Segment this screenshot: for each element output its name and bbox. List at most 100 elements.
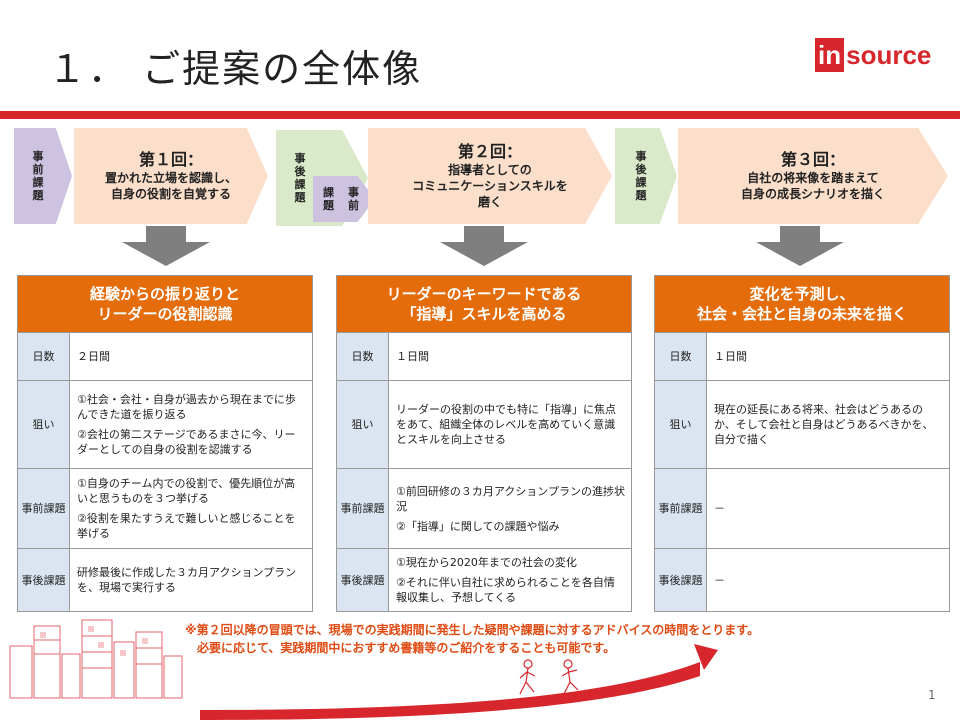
panel-heading: 変化を予測し、 社会・会社と自身の未来を描く: [655, 276, 949, 332]
tag-char: 前: [348, 199, 359, 212]
footnote-line: 必要に応じて、実践期間中におすすめ書籍等のご紹介をすることも可能です。: [197, 641, 616, 655]
session-2-subtitle-line: 磨く: [477, 195, 502, 209]
session-2-subtitle-line: コミュニケーションスキルを: [412, 179, 568, 193]
running-person-icon: [519, 659, 579, 695]
row-label: 事後課題: [337, 549, 389, 611]
row-value: ①社会・会社・自身が過去から現在までに歩んできた道を振り返る ②会社の第二ステー…: [70, 381, 312, 468]
row-value: ①現在から2020年までの社会の変化 ②それに伴い自社に求められることを各自情報…: [389, 549, 631, 611]
panel-heading-line: リーダーのキーワードである: [386, 285, 582, 303]
row-value: －: [707, 469, 949, 548]
tag-char: 事: [32, 150, 44, 163]
table-row-aim: 狙い 現在の延長にある将来、社会はどうあるのか、そして会社と自身はどうあるべきか…: [655, 380, 949, 468]
panel-heading-line: 変化を予測し、: [749, 285, 855, 303]
session-1-subtitle-line: 自身の役割を自覚する: [110, 187, 231, 201]
row-label: 事前課題: [337, 469, 389, 548]
row-line: ①前回研修の３カ月アクションプランの進捗状況: [396, 484, 625, 513]
company-logo: in source: [815, 38, 931, 72]
table-row-pre-task: 事前課題 ①自身のチーム内での役割で、優先順位が高いと思うものを３つ挙げる ②役…: [18, 468, 312, 548]
pre-task-tag-1: 事 前 課 題: [14, 128, 72, 224]
row-label: 日数: [655, 333, 707, 380]
tag-char: 課: [635, 176, 647, 189]
down-arrow-icon: [756, 226, 844, 266]
session-3-chevron: 第３回： 自社の将来像を踏まえて 自身の成長シナリオを描く: [678, 128, 948, 224]
row-line: －: [714, 502, 725, 515]
logo-source: source: [846, 40, 932, 70]
building-icon: [9, 619, 183, 699]
session-2-subtitle-line: 指導者としての: [448, 163, 532, 177]
row-value: 現在の延長にある将来、社会はどうあるのか、そして会社と自身はどうあるべきかを、自…: [707, 381, 949, 468]
page-number: 1: [928, 688, 936, 702]
logo-in: in: [815, 38, 845, 72]
tag-char: 題: [294, 191, 306, 204]
table-row-post-task: 事後課題 研修最後に作成した３カ月アクションプランを、現場で実行する: [18, 548, 312, 611]
tag-char: 前: [32, 163, 44, 176]
rising-arrow-band: [200, 662, 700, 720]
row-label: 事前課題: [18, 469, 70, 548]
row-line: ②会社の第二ステージであるまさに今、リーダーとしての自身の役割を認識する: [77, 428, 296, 456]
row-line: １日間: [396, 350, 429, 363]
row-label: 狙い: [18, 381, 70, 468]
session-3-subtitle-line: 自社の将来像を踏まえて: [747, 171, 879, 185]
down-arrow-icon: [122, 226, 210, 266]
session-1-title: 第１回：: [138, 150, 203, 169]
session-1-chevron: 第１回： 置かれた立場を認識し、 自身の役割を自覚する: [74, 128, 268, 224]
rising-arrow-head-icon: [694, 644, 718, 670]
row-label: 日数: [18, 333, 70, 380]
page-title: １． ご提案の全体像: [48, 47, 423, 91]
row-line: ①現在から2020年までの社会の変化: [396, 556, 577, 569]
table-row-days: 日数 １日間: [655, 332, 949, 380]
row-value: 研修最後に作成した３カ月アクションプランを、現場で実行する: [70, 549, 312, 611]
city-growth-illustration: [9, 619, 718, 720]
session-1-panel: 経験からの振り返りと リーダーの役割認識 日数 ２日間 狙い ①社会・会社・自身…: [17, 275, 313, 612]
tag-char: 事: [635, 150, 647, 163]
table-row-post-task: 事後課題 ①現在から2020年までの社会の変化 ②それに伴い自社に求められること…: [337, 548, 631, 611]
panel-heading-line: 社会・会社と自身の未来を描く: [696, 305, 907, 323]
row-label: 日数: [337, 333, 389, 380]
tag-char: 事: [348, 186, 359, 199]
session-2-title: 第２回：: [457, 142, 522, 161]
row-label: 狙い: [337, 381, 389, 468]
table-row-aim: 狙い ①社会・会社・自身が過去から現在までに歩んできた道を振り返る ②会社の第二…: [18, 380, 312, 468]
session-2-chevron: 第２回： 指導者としての コミュニケーションスキルを 磨く: [368, 128, 612, 224]
table-row-pre-task: 事前課題 ①前回研修の３カ月アクションプランの進捗状況 ②「指導」に関しての課題…: [337, 468, 631, 548]
row-value: ①自身のチーム内での役割で、優先順位が高いと思うものを３つ挙げる ②役割を果たす…: [70, 469, 312, 548]
row-line: ①自身のチーム内での役割で、優先順位が高いと思うものを３つ挙げる: [77, 477, 296, 505]
row-line: ②それに伴い自社に求められることを各自情報収集し、予想してくる: [396, 576, 615, 604]
row-line: ①社会・会社・自身が過去から現在までに歩んできた道を振り返る: [77, 393, 296, 421]
tag-char: 課: [294, 178, 306, 191]
row-line: １日間: [714, 350, 747, 363]
row-label: 事前課題: [655, 469, 707, 548]
row-line: リーダーの役割の中でも特に「指導」に焦点をあて、組織全体のレベルを高めていく意識…: [396, 403, 616, 446]
pre-task-tag-2: 課 事 題 前: [313, 176, 375, 222]
footnote: ※第２回以降の冒頭では、現場での実践期間に発生した疑問や課題に対するアドバイスの…: [185, 621, 759, 657]
row-value: －: [707, 549, 949, 611]
row-value: １日間: [707, 333, 949, 380]
title-divider: [0, 111, 960, 119]
session-2-panel: リーダーのキーワードである 「指導」スキルを高める 日数 １日間 狙い リーダー…: [336, 275, 632, 612]
row-value: ２日間: [70, 333, 312, 380]
row-line: ２日間: [77, 350, 110, 363]
tag-char: 課: [32, 176, 44, 189]
tag-char: 後: [294, 165, 306, 178]
row-label: 狙い: [655, 381, 707, 468]
session-3-title: 第３回：: [780, 150, 845, 169]
row-line: 研修最後に作成した３カ月アクションプランを、現場で実行する: [77, 566, 297, 594]
panel-heading: 経験からの振り返りと リーダーの役割認識: [18, 276, 312, 332]
session-3-subtitle-line: 自身の成長シナリオを描く: [740, 187, 885, 201]
table-row-days: 日数 ２日間: [18, 332, 312, 380]
row-value: ①前回研修の３カ月アクションプランの進捗状況 ②「指導」に関しての課題や悩み: [389, 469, 631, 548]
row-value: １日間: [389, 333, 631, 380]
tag-char: 事: [294, 152, 306, 165]
panel-heading-line: 経験からの振り返りと: [89, 285, 240, 303]
tag-char: 題: [32, 189, 44, 202]
panel-heading-line: 「指導」スキルを高める: [401, 305, 567, 323]
building-fill-icon: [40, 626, 148, 656]
table-row-days: 日数 １日間: [337, 332, 631, 380]
row-label: 事後課題: [18, 549, 70, 611]
table-row-aim: 狙い リーダーの役割の中でも特に「指導」に焦点をあて、組織全体のレベルを高めてい…: [337, 380, 631, 468]
tag-char: 題: [635, 189, 647, 202]
post-task-tag-2: 事 後 課 題: [615, 128, 677, 224]
row-label: 事後課題: [655, 549, 707, 611]
table-row-pre-task: 事前課題 －: [655, 468, 949, 548]
panel-heading-line: リーダーの役割認識: [97, 305, 233, 323]
